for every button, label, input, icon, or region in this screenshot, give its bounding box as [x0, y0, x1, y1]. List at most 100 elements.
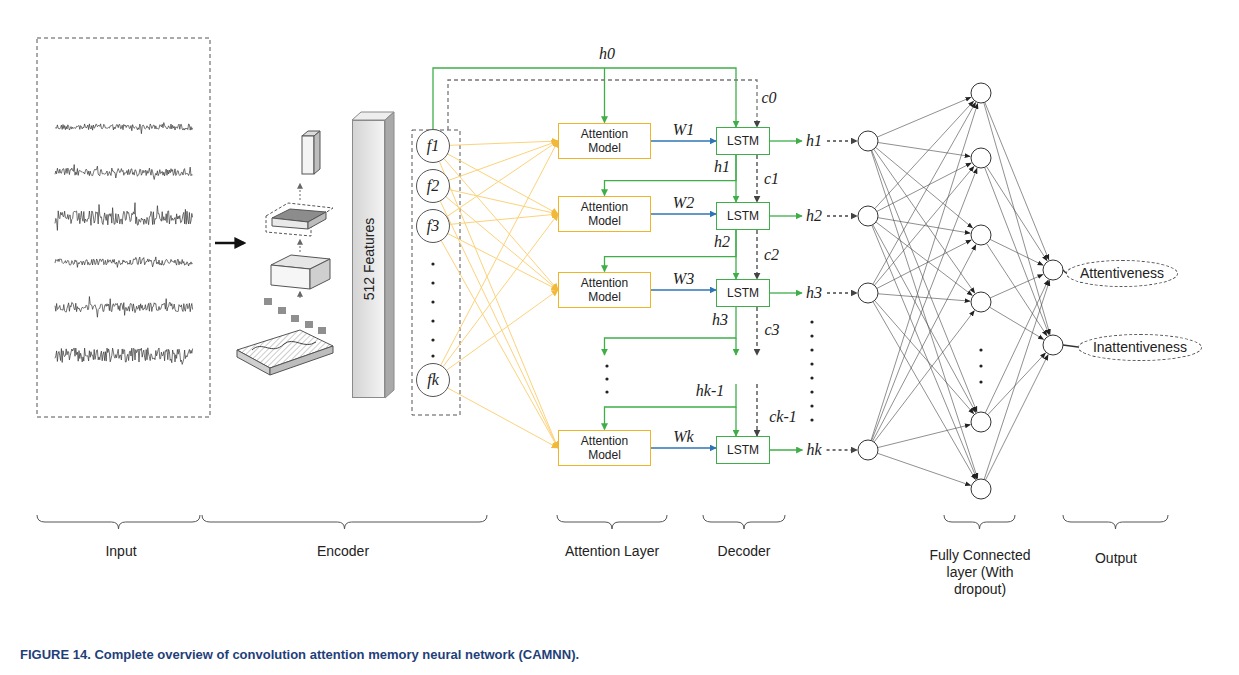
feature-symbol: fk — [427, 371, 439, 389]
fc-link — [986, 166, 1047, 260]
fc-link — [985, 102, 1049, 260]
ellipsis-dot — [431, 319, 434, 322]
box-label: LSTM — [727, 134, 759, 148]
fc-link — [873, 103, 976, 285]
fc-link — [985, 355, 1048, 480]
section-label: Attention Layer — [563, 543, 661, 560]
ellipsis-dot — [979, 380, 982, 383]
signal-symbol: h3 — [710, 310, 730, 329]
ellipsis-dot — [605, 364, 608, 367]
fc-link — [984, 280, 1049, 479]
attention-box: Attention Model — [558, 196, 651, 233]
feature-link — [444, 159, 558, 290]
connector — [651, 213, 716, 214]
ellipsis-dot — [810, 362, 813, 365]
output-class: Attentiveness — [1066, 260, 1178, 287]
feature-link — [450, 141, 558, 145]
ellipsis-dot — [431, 262, 434, 265]
hidden-state-wire — [605, 307, 737, 355]
box-label: LSTM — [727, 443, 759, 457]
fc-link — [874, 311, 974, 442]
pool-block-front — [272, 218, 308, 229]
feature-link — [449, 141, 558, 180]
feature-link — [450, 190, 558, 214]
box-label: Attention Model — [574, 434, 636, 463]
signal-symbol: hk — [804, 440, 823, 459]
section-brace — [703, 515, 785, 529]
fc-link — [875, 301, 974, 414]
class-label: Attentiveness — [1080, 265, 1164, 281]
ellipsis-dot — [810, 390, 813, 393]
input-slab-front — [270, 346, 333, 375]
connector — [651, 447, 716, 448]
edge-label: W2 — [671, 193, 696, 212]
conv-block-front — [271, 265, 310, 289]
encoder-arrow — [300, 184, 301, 200]
neuron — [971, 148, 991, 168]
section-label: Input — [103, 543, 138, 560]
fc-link — [873, 245, 976, 441]
fc-link — [876, 222, 972, 295]
output-wire — [827, 449, 857, 450]
output-wire — [770, 449, 802, 450]
feature-node: f3 — [416, 209, 450, 243]
fc-link — [985, 280, 1048, 413]
feature-link — [441, 141, 558, 365]
fc-link — [988, 353, 1046, 415]
class-label: Inattentiveness — [1093, 339, 1187, 355]
fc-link — [872, 150, 977, 412]
cnn-encoder-sketch — [237, 131, 333, 375]
fc-link — [873, 225, 976, 413]
edge-label: W3 — [671, 269, 696, 288]
feature-link — [450, 214, 558, 224]
lstm-box: LSTM — [716, 202, 770, 230]
signal-symbol: h1 — [804, 131, 824, 150]
fully-connected-net — [858, 83, 1063, 499]
ellipsis-dot — [810, 320, 813, 323]
kernel-patch — [318, 327, 326, 334]
fc-link — [878, 218, 970, 234]
edge-label: h2 — [712, 233, 732, 252]
feature-link — [447, 141, 558, 216]
signal-symbol: c0 — [759, 88, 778, 107]
ellipsis-dot — [431, 338, 434, 341]
connector — [756, 155, 757, 202]
pool-outline — [266, 203, 333, 236]
feature-bar-side — [385, 112, 394, 398]
feature-link — [440, 162, 558, 448]
kernel-patch — [305, 321, 313, 328]
kernel-patch — [291, 315, 299, 322]
feature-count: 512 Features — [361, 218, 377, 301]
feature-node: f2 — [416, 169, 450, 203]
connector — [735, 155, 736, 202]
fc-link — [871, 103, 978, 440]
hidden-state-wire — [735, 338, 736, 355]
ellipsis-dot — [431, 354, 434, 357]
ellipsis-dot — [810, 376, 813, 379]
neuron — [971, 479, 991, 499]
output-wire — [770, 215, 802, 216]
box-label: LSTM — [727, 286, 759, 300]
feature-link — [441, 241, 558, 448]
feature-group — [412, 130, 460, 415]
fc-link — [875, 101, 974, 209]
eeg-trace — [55, 348, 193, 365]
lstm-box: LSTM — [716, 127, 770, 155]
section-brace — [944, 515, 1015, 529]
edge-label: W1 — [671, 120, 696, 139]
cell-state-wire — [756, 384, 757, 436]
section-brace — [557, 515, 667, 529]
neuron — [971, 412, 991, 432]
fc-link — [873, 302, 976, 480]
fc-link — [990, 274, 1043, 297]
lstm-box: LSTM — [716, 436, 770, 464]
box-label: LSTM — [727, 209, 759, 223]
fc-link — [877, 453, 970, 485]
dense-block-side — [314, 131, 320, 174]
connector — [605, 155, 737, 196]
cell-state-wire — [756, 307, 757, 355]
section-brace — [1063, 515, 1168, 529]
box-label: Attention Model — [574, 127, 636, 156]
feature-node: f1 — [416, 129, 450, 163]
figure-caption: FIGURE 14. Complete overview of convolut… — [20, 647, 579, 662]
